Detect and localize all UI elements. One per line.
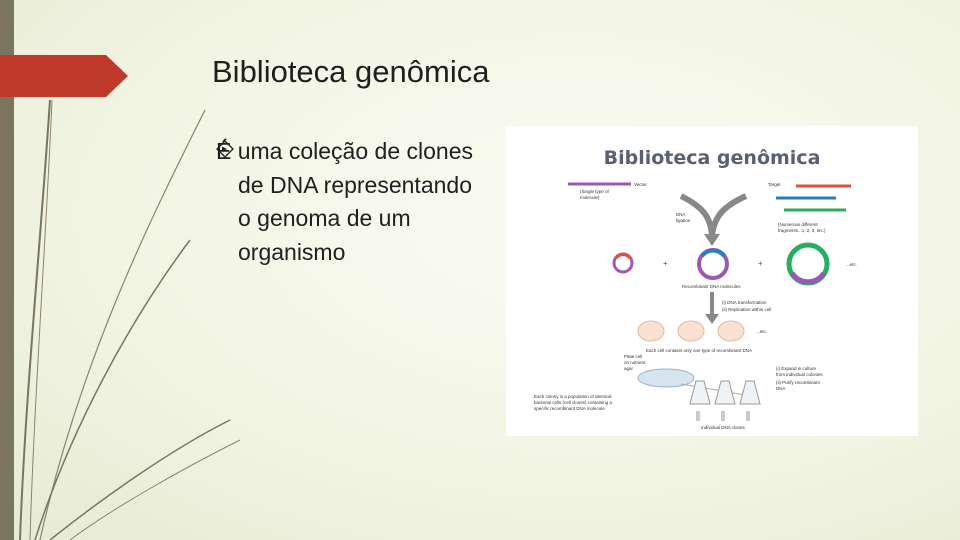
plasmid-medium-insert [700,248,726,258]
flask-1 [689,380,711,405]
label-expand-2: from individual colonies [776,372,824,377]
label-expand: (i) Expand in culture [776,366,817,371]
genomic-library-figure: Biblioteca genômica Vector (Single type … [506,126,918,436]
bullet-item: É uma coleção de clones de DNA represent… [216,135,476,269]
label-fragments-2: fragments...1, 2, 3, etc.) [778,228,826,233]
label-colony-2: bacterial cells (cell clones) containing… [534,400,613,405]
left-decorative-bar [0,0,14,540]
transformation-arrow-head [705,314,719,324]
label-target: Target [768,182,781,187]
label-clones: Individual DNA clones [701,425,746,430]
diamond-bullet-icon [216,140,234,158]
flask-3 [739,380,761,405]
label-plate: Plate cell [624,354,642,359]
title-arrow-tab [0,55,128,97]
label-single-type-2: molecule) [580,195,600,200]
ligation-arrow-right [709,193,748,237]
tube-3 [746,411,750,421]
plate-connector [680,383,752,397]
label-purify: (ii) Purify recombinant [776,380,821,385]
label-etc-1: ...etc. [846,262,857,267]
label-vector: Vector [634,182,647,187]
label-fragments: (Numerous different [778,222,818,227]
label-replication: (ii) Replication within cell [722,307,771,312]
plus-1: + [663,259,668,268]
label-purify-2: DNA [776,386,786,391]
label-colony-3: specific recombinant DNA molecule [534,406,605,411]
cell-1 [637,320,665,342]
slide-title: Biblioteca genômica [212,54,490,89]
plasmid-small-insert [614,253,632,260]
cell-2 [677,320,705,342]
label-plate-3: agar [624,366,634,371]
genomic-library-diagram: Biblioteca genômica Vector (Single type … [534,147,857,430]
ligation-arrow-left [679,193,715,237]
label-ligation: DNA [676,212,686,217]
label-colony: Each colony is a population of identical [534,394,612,399]
agar-plate [637,368,695,388]
label-transformation: (i) DNA transformation [722,300,767,305]
figure-title: Biblioteca genômica [604,147,821,169]
label-ligation-2: ligation [676,218,691,223]
bullet-text: É uma coleção de clones de DNA represent… [216,138,473,265]
label-etc-2: ...etc. [756,329,767,334]
ligation-arrow-head [704,234,720,246]
label-each-cell: Each cell contains only one type of reco… [646,348,752,353]
decorative-swoosh-lines [19,99,241,540]
plasmid-large-vector [789,271,827,285]
plus-2: + [758,259,763,268]
label-recombinant: Recombinant DNA molecules [682,284,741,289]
tube-1 [696,411,700,421]
tube-2 [721,411,725,421]
flask-2 [714,380,736,405]
cell-3 [717,320,745,342]
label-plate-2: on nutrient [624,360,646,365]
label-single-type: (Single type of [580,189,610,194]
